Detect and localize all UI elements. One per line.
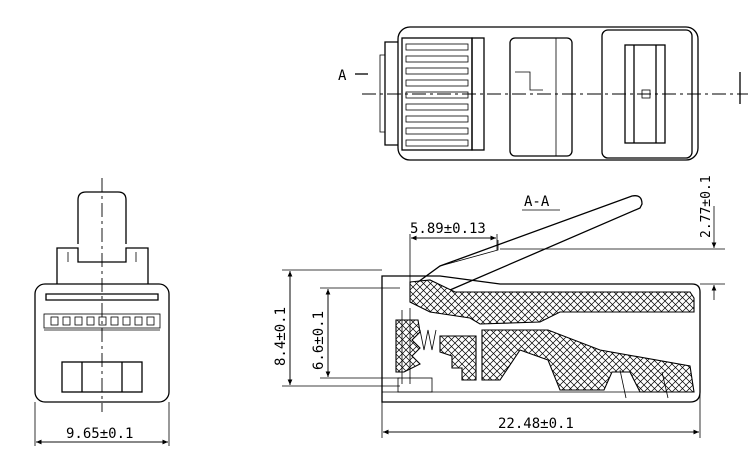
top-view: A [338,26,748,161]
dim-latch-offset: 5.89±0.13 [410,221,486,237]
front-view: 9.65±0.1 [34,178,170,446]
dim-front-width: 9.65±0.1 [66,426,133,442]
front-contact-slots [50,316,155,326]
dim-overall-length: 22.48±0.1 [498,416,574,432]
section-view: A-A 8.4±0.1 6.6±0.1 [273,175,725,438]
dim-height-inner: 6.6±0.1 [311,311,327,370]
cut-marker-a: A [338,68,347,84]
dim-height-total: 8.4±0.1 [273,307,289,366]
contact-blades [405,43,469,147]
section-label: A-A [524,194,550,210]
dim-latch-height: 2.77±0.1 [699,175,714,238]
